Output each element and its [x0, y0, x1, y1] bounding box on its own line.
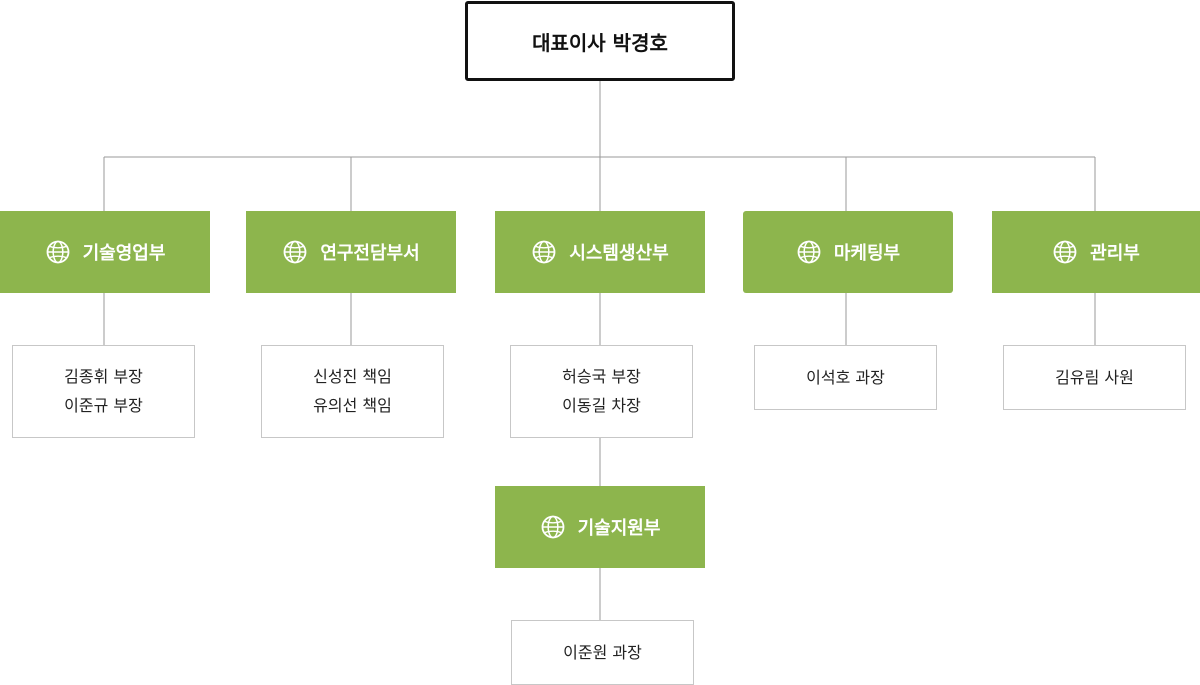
department-technical-support-label: 기술지원부 — [577, 518, 661, 539]
department-sales-label: 기술영업부 — [82, 243, 166, 264]
staff-member: 이동길 차장 — [562, 396, 641, 415]
staff-box-sales: 김종휘 부장 이준규 부장 — [12, 345, 195, 438]
department-marketing-label: 마케팅부 — [833, 243, 901, 264]
ceo-label: 대표이사 박경호 — [532, 30, 668, 55]
globe-icon — [1052, 239, 1078, 265]
staff-member: 이석호 과장 — [806, 367, 885, 387]
globe-icon — [796, 239, 822, 265]
staff-member: 김종휘 부장 — [64, 367, 143, 386]
department-marketing: 마케팅부 — [743, 211, 953, 293]
globe-icon — [540, 514, 566, 540]
department-admin-label: 관리부 — [1090, 243, 1140, 264]
staff-box-production: 허승국 부장 이동길 차장 — [510, 345, 693, 438]
staff-member: 신성진 책임 — [313, 367, 392, 386]
staff-member: 이준원 과장 — [563, 642, 642, 662]
globe-icon — [531, 239, 557, 265]
department-sales: 기술영업부 — [0, 211, 210, 293]
globe-icon — [45, 239, 71, 265]
globe-icon — [282, 239, 308, 265]
staff-member: 허승국 부장 — [562, 367, 641, 386]
staff-member: 김유림 사원 — [1055, 367, 1134, 387]
staff-box-research: 신성진 책임 유의선 책임 — [261, 345, 444, 438]
staff-member: 이준규 부장 — [64, 396, 143, 415]
department-research-label: 연구전담부서 — [320, 243, 420, 264]
staff-box-admin: 김유림 사원 — [1003, 345, 1186, 410]
department-production-label: 시스템생산부 — [569, 243, 669, 264]
department-research: 연구전담부서 — [246, 211, 456, 293]
ceo-box: 대표이사 박경호 — [465, 1, 735, 81]
department-admin: 관리부 — [992, 211, 1200, 293]
staff-box-marketing: 이석호 과장 — [754, 345, 937, 410]
department-production: 시스템생산부 — [495, 211, 705, 293]
staff-box-technical-support: 이준원 과장 — [511, 620, 694, 685]
department-technical-support: 기술지원부 — [495, 486, 705, 568]
staff-member: 유의선 책임 — [313, 396, 392, 415]
